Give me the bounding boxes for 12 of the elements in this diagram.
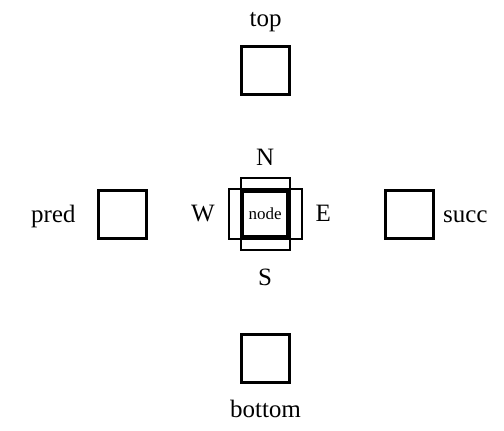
direction-label: E [316, 200, 331, 228]
box-label: top [250, 5, 282, 33]
direction-label: N [256, 144, 274, 172]
direction-label: W [191, 200, 215, 228]
box-label: succ [443, 200, 488, 228]
box-label: bottom [230, 396, 301, 424]
box-label: pred [31, 200, 76, 228]
square-box [228, 188, 303, 240]
square-box [240, 177, 291, 251]
direction-label: S [258, 264, 272, 292]
node-label: node [248, 204, 282, 224]
square-box [240, 189, 290, 239]
